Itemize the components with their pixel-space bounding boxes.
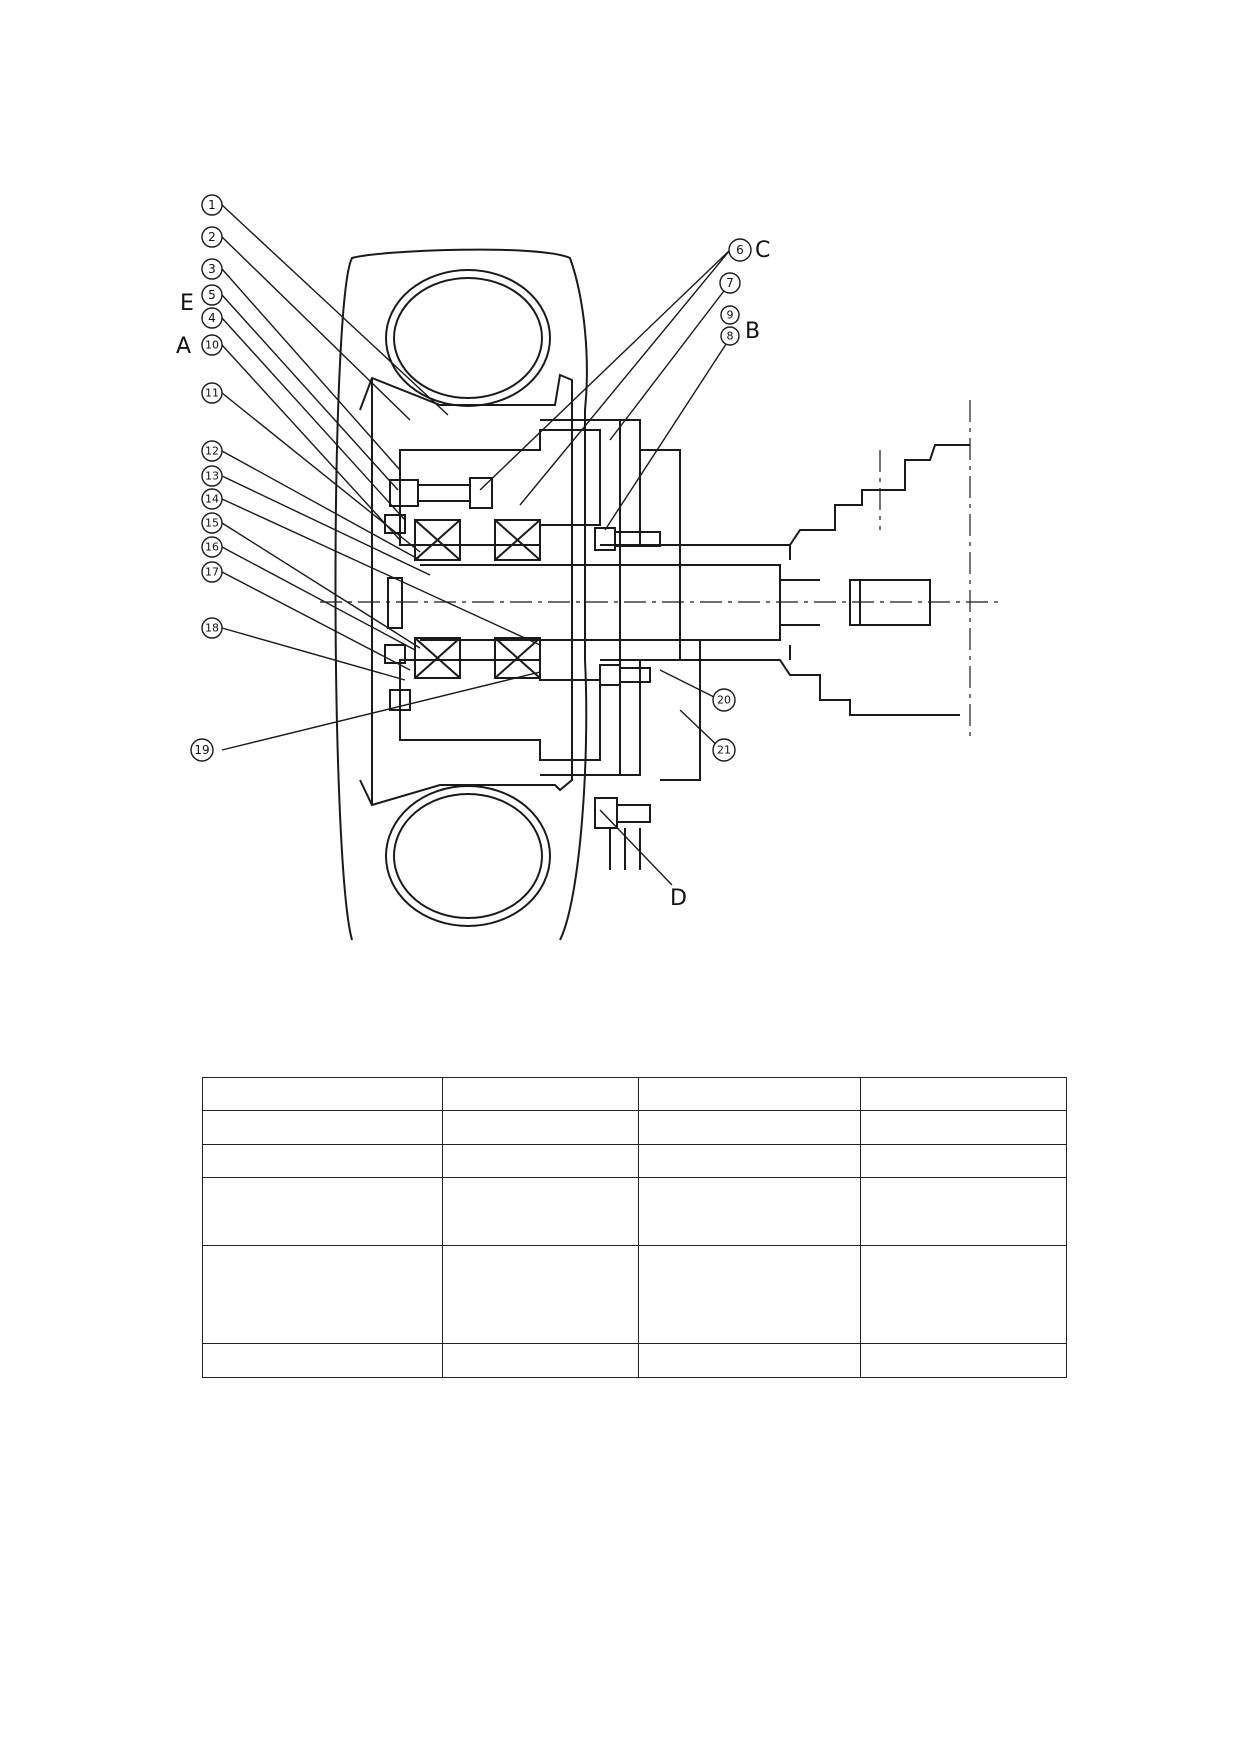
table-row (202, 1343, 1067, 1378)
table-cell (638, 1144, 861, 1178)
callout-circle-8 (720, 326, 740, 346)
rim-profile (359, 373, 573, 807)
table-cell (442, 1110, 639, 1145)
table-cell (442, 1144, 639, 1178)
callout-20: 20 (717, 694, 731, 707)
table-cell (202, 1245, 443, 1344)
letter-D: D (670, 886, 687, 911)
callout-circle-5 (201, 284, 223, 306)
callout-11: 11 (205, 387, 219, 400)
callout-circle-11 (201, 382, 223, 404)
table-cell (638, 1245, 861, 1344)
table-cell (860, 1343, 1067, 1378)
table-row (202, 1110, 1067, 1145)
table-cell (638, 1177, 861, 1246)
letter-E: E (180, 291, 194, 316)
table-row (202, 1245, 1067, 1344)
table-cell (860, 1077, 1067, 1111)
callout-circle-7 (719, 272, 741, 294)
table-cell (202, 1110, 443, 1145)
callout-8: 8 (727, 330, 734, 343)
hub-bolt-lower (599, 664, 621, 686)
assembly-drawing: 1 2 3 5 4 10 11 12 13 14 15 16 17 18 19 … (176, 194, 1000, 941)
callout-circle-19 (190, 738, 214, 762)
table-cell (860, 1245, 1067, 1344)
bearing-upper-inner (414, 519, 461, 561)
table-cell (638, 1077, 861, 1111)
table-cell (202, 1144, 443, 1178)
callout-16: 16 (205, 541, 219, 554)
callout-9: 9 (727, 309, 734, 322)
wheel-bolt-upper (389, 479, 419, 507)
bearing-upper-outer (494, 519, 541, 561)
callout-21: 21 (717, 744, 731, 757)
table-cell (638, 1343, 861, 1378)
callout-circle-12 (201, 440, 223, 462)
callout-15: 15 (205, 517, 219, 530)
callout-circle-2 (201, 226, 223, 248)
callout-circle-18 (201, 617, 223, 639)
tyre-outline (334, 248, 588, 941)
letter-B: B (745, 319, 760, 344)
hub-body (399, 429, 601, 546)
table-row (202, 1144, 1067, 1178)
table-cell (860, 1110, 1067, 1145)
callout-12: 12 (205, 445, 219, 458)
table-cell (442, 1077, 639, 1111)
shaft-end (849, 579, 931, 626)
brake-housing (540, 419, 641, 546)
callout-2: 2 (208, 230, 216, 244)
upper-bead (385, 269, 551, 407)
callout-circle-6 (728, 238, 752, 262)
callout-circle-21 (712, 738, 736, 762)
callout-circle-4 (201, 307, 223, 329)
callout-6: 6 (736, 243, 744, 257)
callout-circle-13 (201, 465, 223, 487)
table-row (202, 1077, 1067, 1111)
callout-circle-14 (201, 488, 223, 510)
bearing-lower-inner (414, 637, 461, 679)
table-cell (202, 1177, 443, 1246)
table-cell (860, 1177, 1067, 1246)
callout-17: 17 (205, 566, 219, 579)
callout-circle-1 (201, 194, 223, 216)
callout-19: 19 (194, 743, 209, 757)
mount-bolt (594, 797, 618, 829)
brake-plate (640, 449, 681, 661)
callout-1: 1 (208, 198, 216, 212)
table-cell (860, 1144, 1067, 1178)
callout-circle-3 (201, 258, 223, 280)
callout-7: 7 (726, 276, 734, 290)
axle-housing (640, 444, 970, 546)
letter-C: C (755, 238, 770, 263)
callout-circle-15 (201, 512, 223, 534)
callout-circle-9 (720, 305, 740, 325)
table-cell (442, 1245, 639, 1344)
table-cell (442, 1343, 639, 1378)
callout-14: 14 (205, 493, 219, 506)
spec-table (202, 1077, 1067, 1378)
callout-circle-16 (201, 536, 223, 558)
callout-3: 3 (208, 262, 216, 276)
callout-18: 18 (205, 622, 219, 635)
callout-13: 13 (205, 470, 219, 483)
brake-bolt-upper (594, 527, 616, 551)
lower-bead (385, 785, 551, 927)
callout-circle-10 (201, 334, 223, 356)
letter-A: A (176, 334, 191, 359)
table-cell (638, 1110, 861, 1145)
callout-5: 5 (208, 288, 216, 302)
callout-circle-17 (201, 561, 223, 583)
table-cell (202, 1343, 443, 1378)
callout-4: 4 (208, 311, 216, 325)
table-cell (442, 1177, 639, 1246)
table-cell (202, 1077, 443, 1111)
table-row (202, 1177, 1067, 1246)
callout-circle-20 (712, 688, 736, 712)
callout-10: 10 (205, 339, 219, 352)
